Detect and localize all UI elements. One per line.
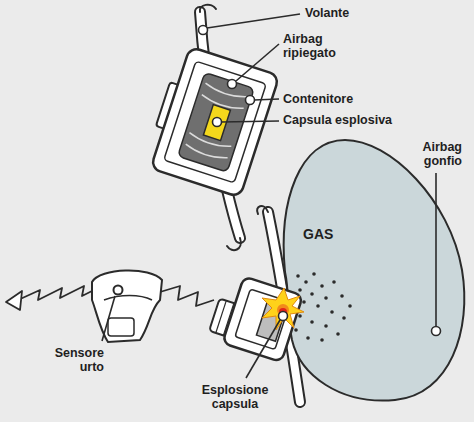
inflated-airbag-shape	[272, 134, 472, 406]
inflated-airbag: GAS	[272, 134, 472, 406]
gas-particles	[294, 272, 352, 342]
part-label: Contenitore	[283, 92, 353, 106]
leader-lines	[246, 173, 441, 378]
part-label: Airbag gonfio	[406, 140, 462, 169]
leader-lines	[199, 14, 301, 127]
part-label: Airbag ripiegato	[283, 32, 345, 61]
explosion	[262, 288, 304, 330]
part-label: Sensore urto	[42, 346, 104, 375]
part-label: Volante	[305, 6, 349, 20]
airbag-housing	[143, 44, 280, 197]
part-label: Capsula esplosiva	[283, 113, 392, 127]
node-text: GAS	[303, 226, 333, 242]
part-label: Esplosione capsula	[195, 383, 275, 412]
crash-sensor	[92, 270, 162, 342]
